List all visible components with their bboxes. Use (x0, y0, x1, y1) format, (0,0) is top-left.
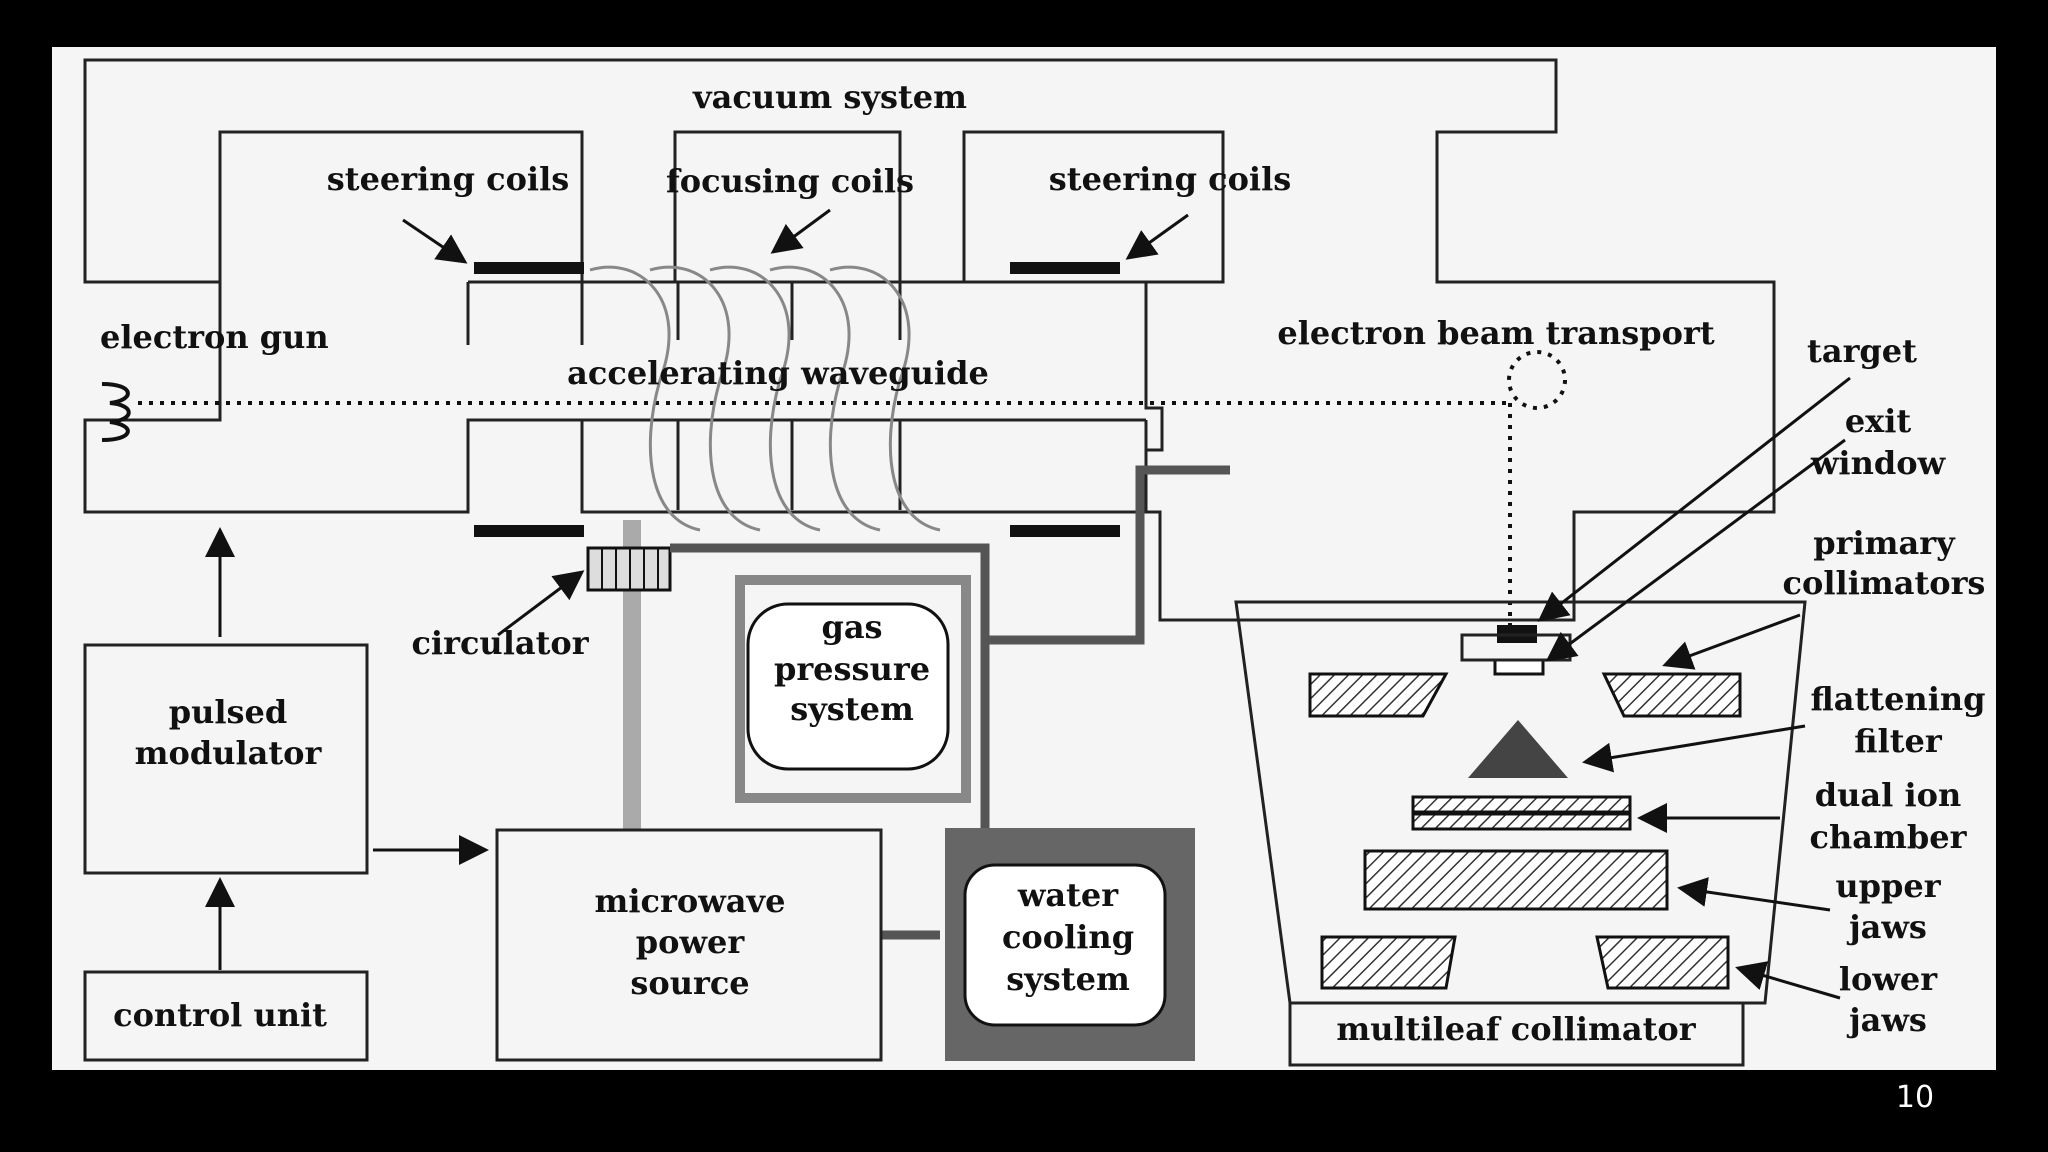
water-cooling-label-1: water (1017, 876, 1119, 914)
waveguide-inner-bottom (466, 420, 1148, 512)
pulsed-modulator-label-2: modulator (135, 734, 323, 772)
steering-coils-right-label: steering coils (1049, 160, 1291, 198)
microwave-label-1: microwave (595, 882, 786, 920)
pulsed-modulator-label-1: pulsed (169, 693, 288, 731)
lower-jaw-left (1320, 935, 1457, 990)
water-cooling-label-3: system (1006, 960, 1130, 998)
flattening-filter-shape (1468, 720, 1568, 778)
focusing-coils-icon (589, 265, 941, 532)
water-cooling-label-2: cooling (1002, 918, 1134, 956)
circulator-label: circulator (411, 624, 589, 662)
cooling-pipe (670, 465, 1230, 940)
beam-bend-loop (1507, 350, 1567, 410)
electron-gun-label: electron gun (100, 318, 329, 356)
dual-ion-chamber-label-2: chamber (1810, 818, 1968, 856)
flattening-filter-label-1: flattening (1811, 680, 1986, 718)
accelerating-waveguide-label: accelerating waveguide (567, 354, 989, 392)
primary-collimators-label-1: primary (1813, 524, 1956, 562)
lower-jaws-label-1: lower (1839, 960, 1938, 998)
primary-collimator-right (1601, 672, 1742, 718)
steering-coil-bar (474, 262, 584, 274)
multileaf-collimator-label: multileaf collimator (1336, 1010, 1696, 1048)
exit-window-block (1493, 658, 1545, 676)
treatment-head-outline (1234, 600, 1807, 1005)
steering-coil-bar (1010, 525, 1120, 537)
electron-beam-transport-label: electron beam transport (1277, 314, 1714, 352)
water-cooling-box (963, 863, 1167, 1027)
microwave-power-source-box (495, 828, 883, 1062)
gas-pressure-label-2: pressure (774, 650, 930, 688)
gas-pressure-label-3: system (790, 690, 914, 728)
steering-coil-bar (1010, 262, 1120, 274)
lower-jaws-label-2: jaws (1846, 1001, 1927, 1039)
steering-coils-left-label: steering coils (327, 160, 569, 198)
target-label: target (1807, 332, 1917, 370)
lower-jaw-right (1595, 935, 1730, 990)
upper-jaws-shape (1363, 849, 1669, 911)
control-unit-box (83, 970, 369, 1062)
upper-jaws-label-1: upper (1835, 867, 1941, 905)
circulator-icon (586, 546, 672, 592)
gas-pressure-frame (735, 575, 971, 803)
callout-arrows (205, 208, 1851, 1000)
steering-coil-bar (474, 525, 584, 537)
exit-window-label-1: exit (1845, 402, 1912, 440)
dual-ion-chamber-bottom (1411, 812, 1632, 831)
focusing-coils-label: focusing coils (666, 162, 914, 200)
slide-page-number: 10 (1895, 1080, 1935, 1115)
pulsed-modulator-box (83, 643, 369, 875)
multileaf-collimator-box (1288, 1001, 1745, 1067)
primary-collimators-label-2: collimators (1783, 564, 1986, 602)
microwave-label-3: source (630, 964, 749, 1002)
gas-pressure-label-1: gas (821, 608, 882, 646)
primary-collimator-left (1308, 672, 1449, 718)
gas-pressure-box (746, 602, 950, 771)
upper-jaws-label-2: jaws (1846, 908, 1927, 946)
flattening-filter-label-2: filter (1854, 722, 1943, 760)
microwave-label-2: power (636, 923, 746, 961)
dual-ion-chamber-top (1411, 795, 1632, 814)
exit-window-label-2: window (1810, 444, 1947, 482)
control-unit-label: control unit (113, 996, 327, 1034)
waveguide-inner-top (466, 282, 1148, 345)
vacuum-system-label: vacuum system (692, 78, 967, 116)
electron-gun-filament-icon (101, 382, 131, 442)
dual-ion-chamber-label-1: dual ion (1815, 776, 1961, 814)
